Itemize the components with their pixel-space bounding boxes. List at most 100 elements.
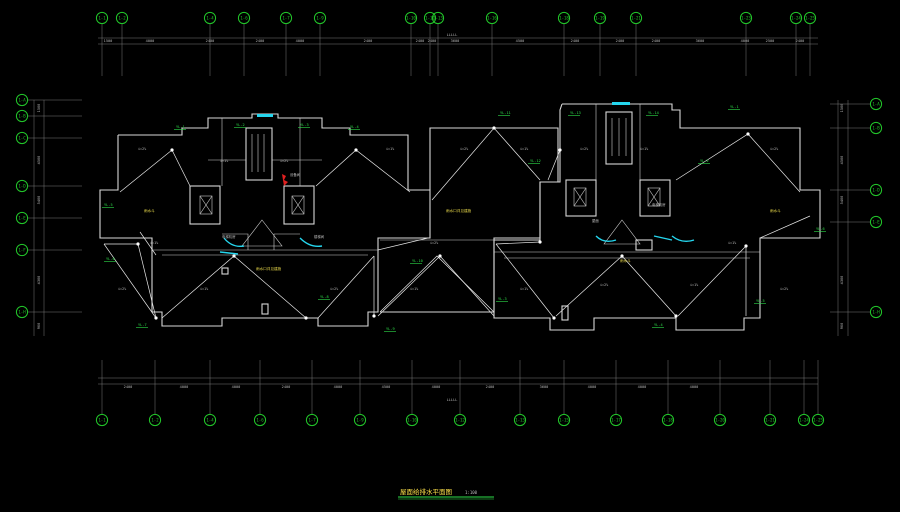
dim-left-4: 900 [37, 323, 41, 330]
slope-label-17: i=1% [150, 241, 158, 245]
top-dimension-texts: 1500400024002400400024002400240036004500… [104, 39, 805, 43]
drain-12 [674, 314, 678, 318]
drain-14 [746, 132, 750, 136]
grid-bottom-bubble-10: 1-17 [609, 413, 623, 427]
grid-bottom-bubble-label-3: 1-6 [256, 417, 264, 422]
leader-label-1: YL-2 [236, 123, 245, 127]
room-label-0: 电梯机房 [222, 234, 236, 239]
drain-11 [620, 254, 624, 258]
leader-label-9: YL-10 [412, 259, 423, 263]
leader-label-14: YL-1 [730, 105, 739, 109]
note-3: 雨水口详见建施 [256, 266, 282, 271]
leader-label-16: YL-3 [498, 297, 507, 301]
grid-top-bubble-label-11: 1-19 [595, 15, 605, 20]
dim-left-0: 1500 [37, 104, 41, 113]
slope-label-0: i=2% [138, 147, 146, 151]
leader-label-3: YL-4 [350, 125, 359, 129]
grid-bottom-bubble-15: 1-25 [811, 413, 825, 427]
grid-bottom-bubble-11: 1-18 [661, 413, 675, 427]
grid-top-bubble-5: 1-9 [313, 11, 327, 25]
slope-label-3: i=1% [386, 147, 394, 151]
dim-bottom-3: 2400 [282, 385, 291, 389]
dim-bottom-2: 4000 [232, 385, 241, 389]
slope-label-14: i=2% [600, 283, 608, 287]
dim-top-11: 2400 [616, 39, 625, 43]
slope-label-16: i=2% [780, 287, 788, 291]
grid-right-bubble-3: 1-E [869, 215, 883, 229]
grid-bottom-bubble-1: 1-2 [148, 413, 162, 427]
drawing-scale: 1:100 [465, 490, 478, 495]
grid-top-bubble-8: 1-13 [431, 11, 445, 25]
drain-0 [170, 148, 174, 152]
drain-5 [304, 316, 308, 320]
grid-right-bubble-label-4: 1-H [872, 309, 880, 314]
slope-label-7: i=1% [410, 287, 418, 291]
dim-top-14: 4000 [741, 39, 750, 43]
grid-top-bubble-label-0: 1-1 [98, 15, 106, 20]
dim-top-3: 2400 [256, 39, 265, 43]
leader-label-4: YL-5 [104, 203, 113, 207]
grid-top-bubble-4: 1-7 [279, 11, 293, 25]
slope-label-13: i=1% [520, 287, 528, 291]
dim-left-2: 5400 [37, 196, 41, 205]
drain-9 [538, 240, 542, 244]
grid-top-bubble-0: 1-1 [95, 11, 109, 25]
red-valve-mark [282, 174, 288, 186]
grid-left-bubble-label-2: 1-C [18, 135, 26, 140]
drawing-title-block: 屋面给排水平面图 1:100 [398, 487, 494, 500]
leader-label-0: YL-1 [176, 125, 185, 129]
dim-top-12: 2400 [652, 39, 661, 43]
grid-left-bubble-6: 1-H [15, 305, 29, 319]
dim-top-0: 1500 [104, 39, 113, 43]
grid-left-bubble-5: 1-F [15, 243, 29, 257]
grid-bottom-bubble-0: 1-1 [95, 413, 109, 427]
slope-label-10: i=2% [580, 147, 588, 151]
grid-left-bubble-0: 1-A [15, 93, 29, 107]
grid-bottom-bubble-13: 1-21 [763, 413, 777, 427]
dimension-lines: LLLLL LLLLL [33, 33, 849, 402]
grid-right-bubble-0: 1-A [869, 97, 883, 111]
left-building-outline [99, 113, 431, 327]
grid-top-bubble-label-8: 1-13 [433, 15, 443, 20]
dim-left-1: 4500 [37, 156, 41, 165]
slope-label-1: i=1% [220, 159, 228, 163]
leader-label-17: YL-4 [654, 323, 663, 327]
drain-10 [552, 316, 556, 320]
dim-bottom-6: 4000 [432, 385, 441, 389]
grid-right-bubble-label-0: 1-A [872, 101, 880, 106]
note-2: 雨水斗 [770, 208, 781, 213]
grid-top-bubble-13: 1-23 [739, 11, 753, 25]
note-4: 雨水斗 [620, 258, 631, 263]
grid-top-bubble-label-1: 1-2 [118, 15, 126, 20]
grid-bottom-bubble-label-9: 1-15 [559, 417, 569, 422]
drawing-title: 屋面给排水平面图 [400, 487, 452, 496]
dim-left-3: 4300 [37, 276, 41, 285]
grid-bottom-bubble-3: 1-6 [253, 413, 267, 427]
grid-top-bubble-11: 1-19 [593, 11, 607, 25]
dim-top-10: 2400 [571, 39, 580, 43]
grid-top-bubble-15: 1-25 [803, 11, 817, 25]
drain-4 [232, 254, 236, 258]
dim-top-15: 2500 [766, 39, 775, 43]
grid-right-bubble-label-2: 1-D [872, 187, 880, 192]
grid-right-bubble-4: 1-H [869, 305, 883, 319]
grid-left-bubble-1: 1-B [15, 109, 29, 123]
grid-top-bubble-label-4: 1-7 [282, 15, 290, 20]
grid-left-bubble-label-3: 1-D [18, 183, 26, 188]
dim-bottom-10: 4000 [638, 385, 647, 389]
slope-label-2: i=2% [280, 159, 288, 163]
grid-bottom-bubble-label-6: 1-10 [407, 417, 417, 422]
leader-label-8: YL-9 [386, 327, 395, 331]
drain-15 [558, 148, 562, 152]
grid-left-bubble-label-5: 1-F [18, 247, 26, 252]
leader-label-7: YL-8 [320, 295, 329, 299]
slope-label-4: i=2% [118, 287, 126, 291]
grid-bottom-bubble-2: 1-4 [203, 413, 217, 427]
dim-top-16: 2400 [796, 39, 805, 43]
drain-13 [744, 244, 748, 248]
dim-top-13: 3600 [696, 39, 705, 43]
dim-bottom-7: 2400 [486, 385, 495, 389]
room-label-2: 设备间 [290, 172, 301, 177]
slope-label-6: i=2% [330, 287, 338, 291]
roof-drains [136, 126, 750, 320]
